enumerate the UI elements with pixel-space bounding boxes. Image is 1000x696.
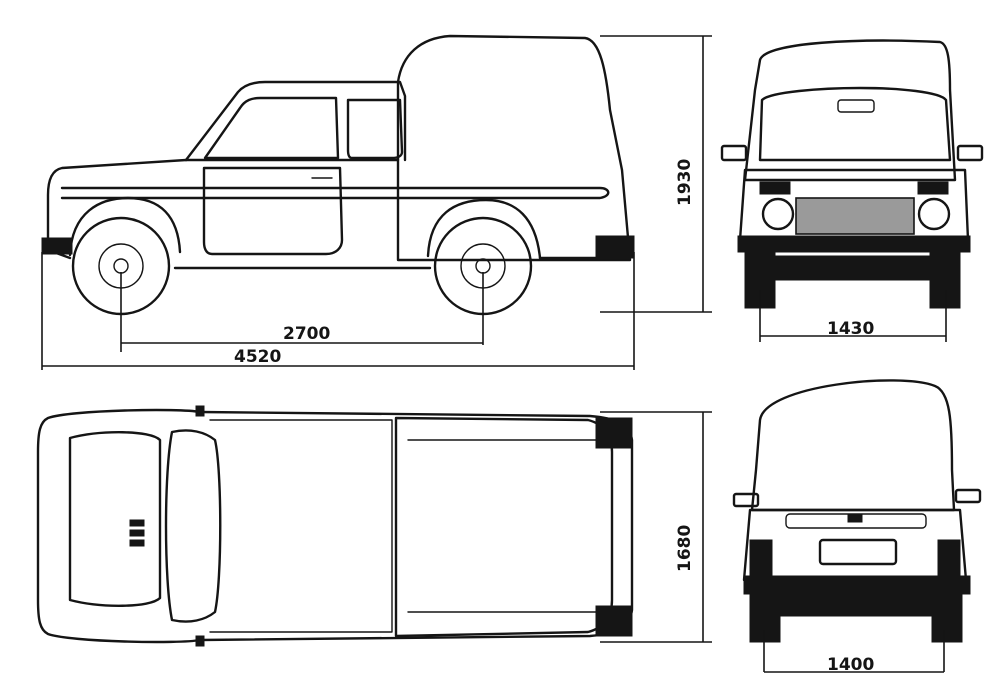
rear-view bbox=[732, 379, 982, 673]
overall-height-label: 1930 bbox=[675, 159, 695, 206]
front-track-label: 1430 bbox=[827, 319, 874, 339]
wheelbase-label: 2700 bbox=[283, 324, 330, 344]
rear-track-label: 1400 bbox=[827, 655, 874, 675]
side-view bbox=[41, 34, 712, 370]
overall-length-label: 4520 bbox=[234, 347, 281, 367]
front-view bbox=[720, 39, 984, 342]
top-view bbox=[36, 405, 712, 647]
overall-width-label: 1680 bbox=[675, 525, 695, 572]
